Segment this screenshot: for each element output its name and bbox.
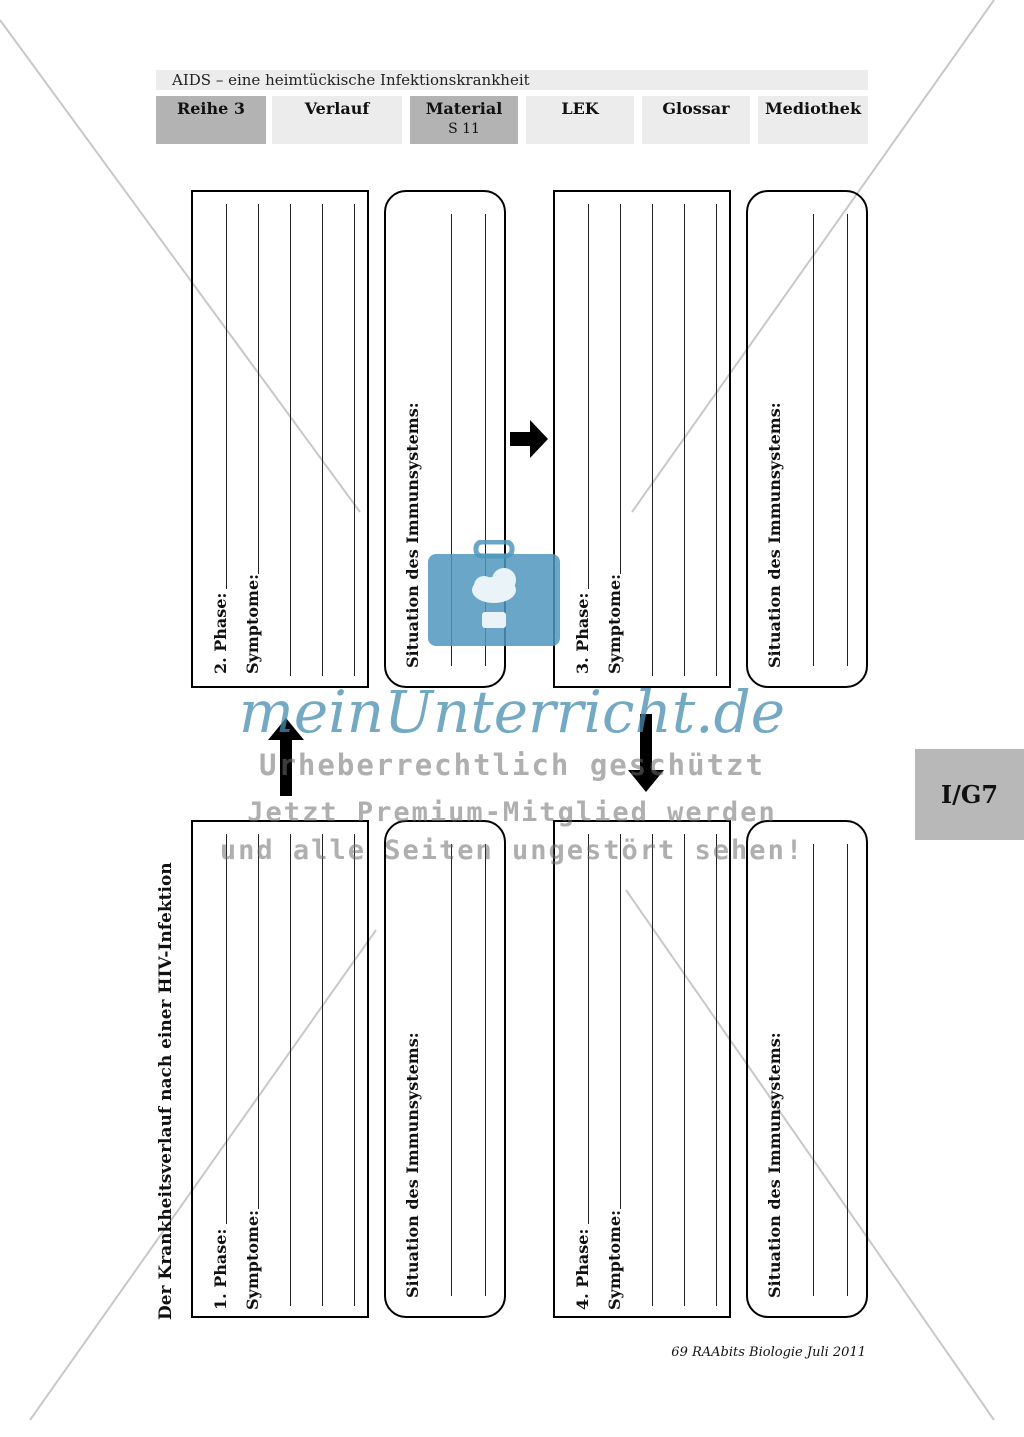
write-line xyxy=(290,204,291,676)
nav-lek[interactable]: LEK xyxy=(526,96,634,144)
arrow-up-icon xyxy=(268,718,304,796)
write-line xyxy=(813,844,814,1296)
nav-label: Verlauf xyxy=(304,99,370,118)
write-line xyxy=(290,834,291,1306)
nav-mediothek[interactable]: Mediothek xyxy=(758,96,868,144)
nav-material[interactable]: Material S 11 xyxy=(410,96,518,144)
write-line xyxy=(485,844,486,1296)
nav-verlauf[interactable]: Verlauf xyxy=(272,96,402,144)
nav-label: Material xyxy=(425,99,503,118)
write-line xyxy=(684,204,685,676)
phase-label: 1. Phase: xyxy=(211,1228,230,1310)
symptoms-label: Symptome: xyxy=(605,1209,624,1310)
phase-card-1: 1. Phase: Symptome: xyxy=(191,820,369,1318)
write-line xyxy=(813,214,814,666)
immune-card-2: Situation des Immunsystems: xyxy=(384,190,506,688)
write-line xyxy=(652,834,653,1306)
write-line xyxy=(716,204,717,676)
watermark-unlock: und alle Seiten ungestört sehen! xyxy=(219,835,805,866)
page-title: Der Krankheitsverlauf nach einer HIV-Inf… xyxy=(156,862,176,1320)
section-tab: I/G7 xyxy=(915,749,1024,840)
nav-glossar[interactable]: Glossar xyxy=(642,96,750,144)
briefcase-cloud-icon xyxy=(428,540,560,646)
symptoms-label: Symptome: xyxy=(243,573,262,674)
phase-card-4: 4. Phase: Symptome: xyxy=(553,820,731,1318)
nav-label: LEK xyxy=(561,99,599,118)
write-line xyxy=(684,834,685,1306)
arrow-down-icon xyxy=(628,714,664,792)
write-line xyxy=(847,214,848,666)
write-line xyxy=(451,214,452,666)
write-line xyxy=(258,204,259,574)
write-line xyxy=(354,204,355,676)
write-line xyxy=(485,214,486,666)
write-line xyxy=(620,834,621,1209)
nav-label: Mediothek xyxy=(764,99,862,118)
symptoms-label: Symptome: xyxy=(243,1209,262,1310)
watermark-logo: meinUnterricht.de xyxy=(238,678,786,746)
write-line xyxy=(258,834,259,1209)
immune-card-3: Situation des Immunsystems: xyxy=(746,190,868,688)
write-line xyxy=(588,204,589,589)
arrow-right-icon xyxy=(510,420,548,458)
phase-label: 2. Phase: xyxy=(211,592,230,674)
immune-card-4: Situation des Immunsystems: xyxy=(746,820,868,1318)
immune-label: Situation des Immunsystems: xyxy=(765,1032,784,1298)
phase-card-3: 3. Phase: Symptome: xyxy=(553,190,731,688)
write-line xyxy=(652,204,653,676)
phase-label: 3. Phase: xyxy=(573,592,592,674)
header-title: AIDS – eine heimtückische Infektionskran… xyxy=(156,70,868,90)
nav-reihe[interactable]: Reihe 3 xyxy=(156,96,266,144)
watermark-copyright: Urheberrechtlich geschützt xyxy=(259,748,765,782)
phase-card-2: 2. Phase: Symptome: xyxy=(191,190,369,688)
immune-label: Situation des Immunsystems: xyxy=(765,402,784,668)
write-line xyxy=(226,204,227,589)
immune-card-1: Situation des Immunsystems: xyxy=(384,820,506,1318)
write-line xyxy=(322,834,323,1306)
phase-label: 4. Phase: xyxy=(573,1228,592,1310)
write-line xyxy=(451,844,452,1296)
immune-label: Situation des Immunsystems: xyxy=(403,1032,422,1298)
watermark-premium: Jetzt Premium-Mitglied werden xyxy=(247,797,777,828)
write-line xyxy=(620,204,621,574)
write-line xyxy=(847,844,848,1296)
write-line xyxy=(716,834,717,1306)
write-line xyxy=(226,834,227,1224)
nav-label: Reihe 3 xyxy=(176,99,246,118)
write-line xyxy=(322,204,323,676)
nav-sublabel: S 11 xyxy=(448,121,480,137)
write-line xyxy=(354,834,355,1306)
write-line xyxy=(588,834,589,1224)
footer-source: 69 RAAbits Biologie Juli 2011 xyxy=(671,1345,866,1360)
nav-label: Glossar xyxy=(662,99,730,118)
symptoms-label: Symptome: xyxy=(605,573,624,674)
immune-label: Situation des Immunsystems: xyxy=(403,402,422,668)
